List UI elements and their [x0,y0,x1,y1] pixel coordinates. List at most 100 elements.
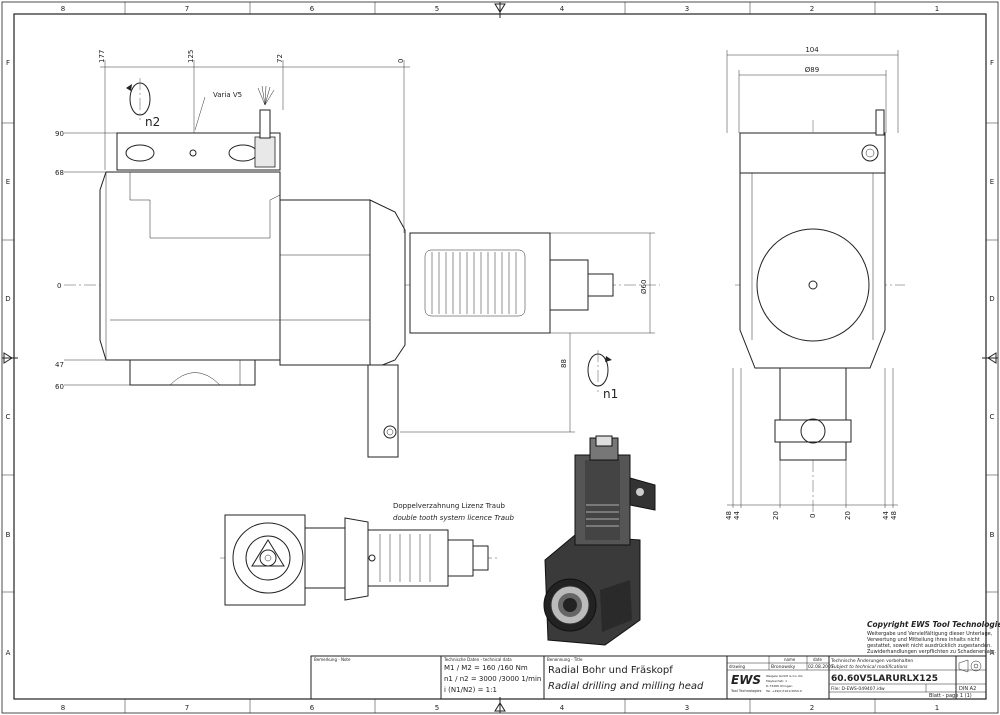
col-label: 3 [685,5,689,13]
dim-0-left: 0 [57,282,61,290]
front-dimensions [726,50,899,508]
rotation-n2: n2 [126,78,160,129]
dim-72: 72 [276,54,284,63]
speed-line: n1 / n2 = 3000 /3000 1/min [444,675,541,683]
row-label: C [990,413,995,421]
main-housing [99,171,281,361]
company-sub: Tool Technologies [730,689,762,693]
col-label: 1 [935,704,939,712]
dim-90: 90 [55,130,64,138]
row-label: A [990,649,995,657]
varia-label: Varia V5 [213,91,242,99]
front-bolt [861,144,879,162]
bracket-hole-center [189,149,197,157]
tech-data-header: Technische Daten - technical data [443,657,512,662]
col-label: 4 [560,704,565,712]
lower-arm-bolt [383,425,397,439]
projection-symbol-icon [958,659,982,673]
front-lower-section [779,367,847,461]
row-label: F [990,59,994,67]
col-label: 7 [185,5,189,13]
drawer-name: Bronowsky [771,664,796,670]
row-markers-left: F E D C B A [5,59,10,657]
dim-48-r: 48 [890,511,898,520]
tooth-system-note: Doppelverzahnung Lizenz Traub double too… [393,502,515,522]
name-header: name [784,657,796,662]
company-line: D-73466 Uhingen [766,684,792,688]
knurled-grip [424,249,526,317]
company-logo: EWS [731,673,761,687]
sheet-number: Blatt - page 1 (1) [929,693,972,699]
front-spindle-face [756,228,870,342]
front-dim-labels: 104 Ø89 48 44 20 0 20 44 48 [725,46,898,520]
title-block: Bemerkung - Note Technische Daten - tech… [310,655,987,700]
paper-format: DIN A2 [959,686,976,692]
row-label: B [990,531,995,539]
row-label: B [6,531,11,539]
dim-89: Ø89 [805,66,819,74]
title-header: Benennung - Title [547,657,583,662]
file-name: File: D-EWS-049407.idw [831,686,885,692]
mid-section [279,199,371,366]
note-line-1: Doppelverzahnung Lizenz Traub [393,502,506,510]
title-german: Radial Bohr und Fräskopf [548,665,673,676]
copyright-block: Copyright EWS Tool Technologies Weiterga… [867,620,1000,655]
bracket-slot-left [125,144,155,162]
front-nozzle [875,109,885,136]
col-label: 8 [61,704,65,712]
n1-label: n1 [603,387,618,401]
modification-en: Subject to technical modifications [831,664,908,670]
col-label: 6 [310,704,315,712]
modification-de: Technische Änderungen vorbehalten [830,657,913,664]
copyright-title: Copyright EWS Tool Technologies [867,620,1000,629]
col-label: 1 [935,5,939,13]
company-line: Weigele GmbH & Co. KG [766,674,803,678]
remark-header: Bemerkung - Note [314,657,351,662]
front-view: 104 Ø89 48 44 20 0 20 44 48 [725,46,905,520]
flange [369,199,406,371]
row-label: C [6,413,11,421]
col-label: 6 [310,5,315,13]
row-markers-right: F E D C B A [989,59,994,657]
col-label: 2 [810,704,814,712]
side-dimensions [64,60,655,433]
dim-44-r: 44 [882,511,890,520]
coolant-nozzle-body [254,136,276,168]
isometric-render [543,435,656,646]
housing-recess [129,172,281,239]
date-header: date [813,657,823,662]
col-label: 7 [185,704,189,712]
col-label: 5 [435,5,439,13]
col-label: 2 [810,5,814,13]
part-number: 60.60V5LARURLX125 [831,674,938,684]
col-label: 8 [61,5,65,13]
dim-0-b: 0 [809,514,817,518]
col-label: 4 [560,5,565,13]
coolant-nozzle-tip [259,109,271,139]
dim-177: 177 [98,50,106,63]
company-line: Maybachstr. 1 [766,679,787,683]
torque-line: M1 / M2 = 160 /160 Nm [444,664,528,672]
n2-label: n2 [145,115,160,129]
row-label: D [5,295,10,303]
dim-20-r: 20 [844,511,852,520]
dim-104: 104 [805,46,819,54]
rotation-n1: n1 [587,350,618,401]
dim-88-label: 88 [560,359,568,368]
dim-0-top: 0 [397,59,405,63]
row-label: D [989,295,994,303]
front-top-cap [739,132,886,174]
col-label: 5 [435,704,439,712]
side-view: 177 125 72 0 90 68 0 47 60 Varia V5 Ø60 … [55,50,660,458]
lower-arm [367,364,399,458]
dim-68: 68 [55,169,64,177]
row-label: E [6,178,10,186]
row-label: A [6,649,11,657]
coolant-spray-icon [257,85,275,106]
column-markers-top: 8 7 6 5 4 3 2 1 [61,5,939,13]
spindle-body [409,232,551,334]
dim-20-l: 20 [772,511,780,520]
top-view [220,514,500,606]
